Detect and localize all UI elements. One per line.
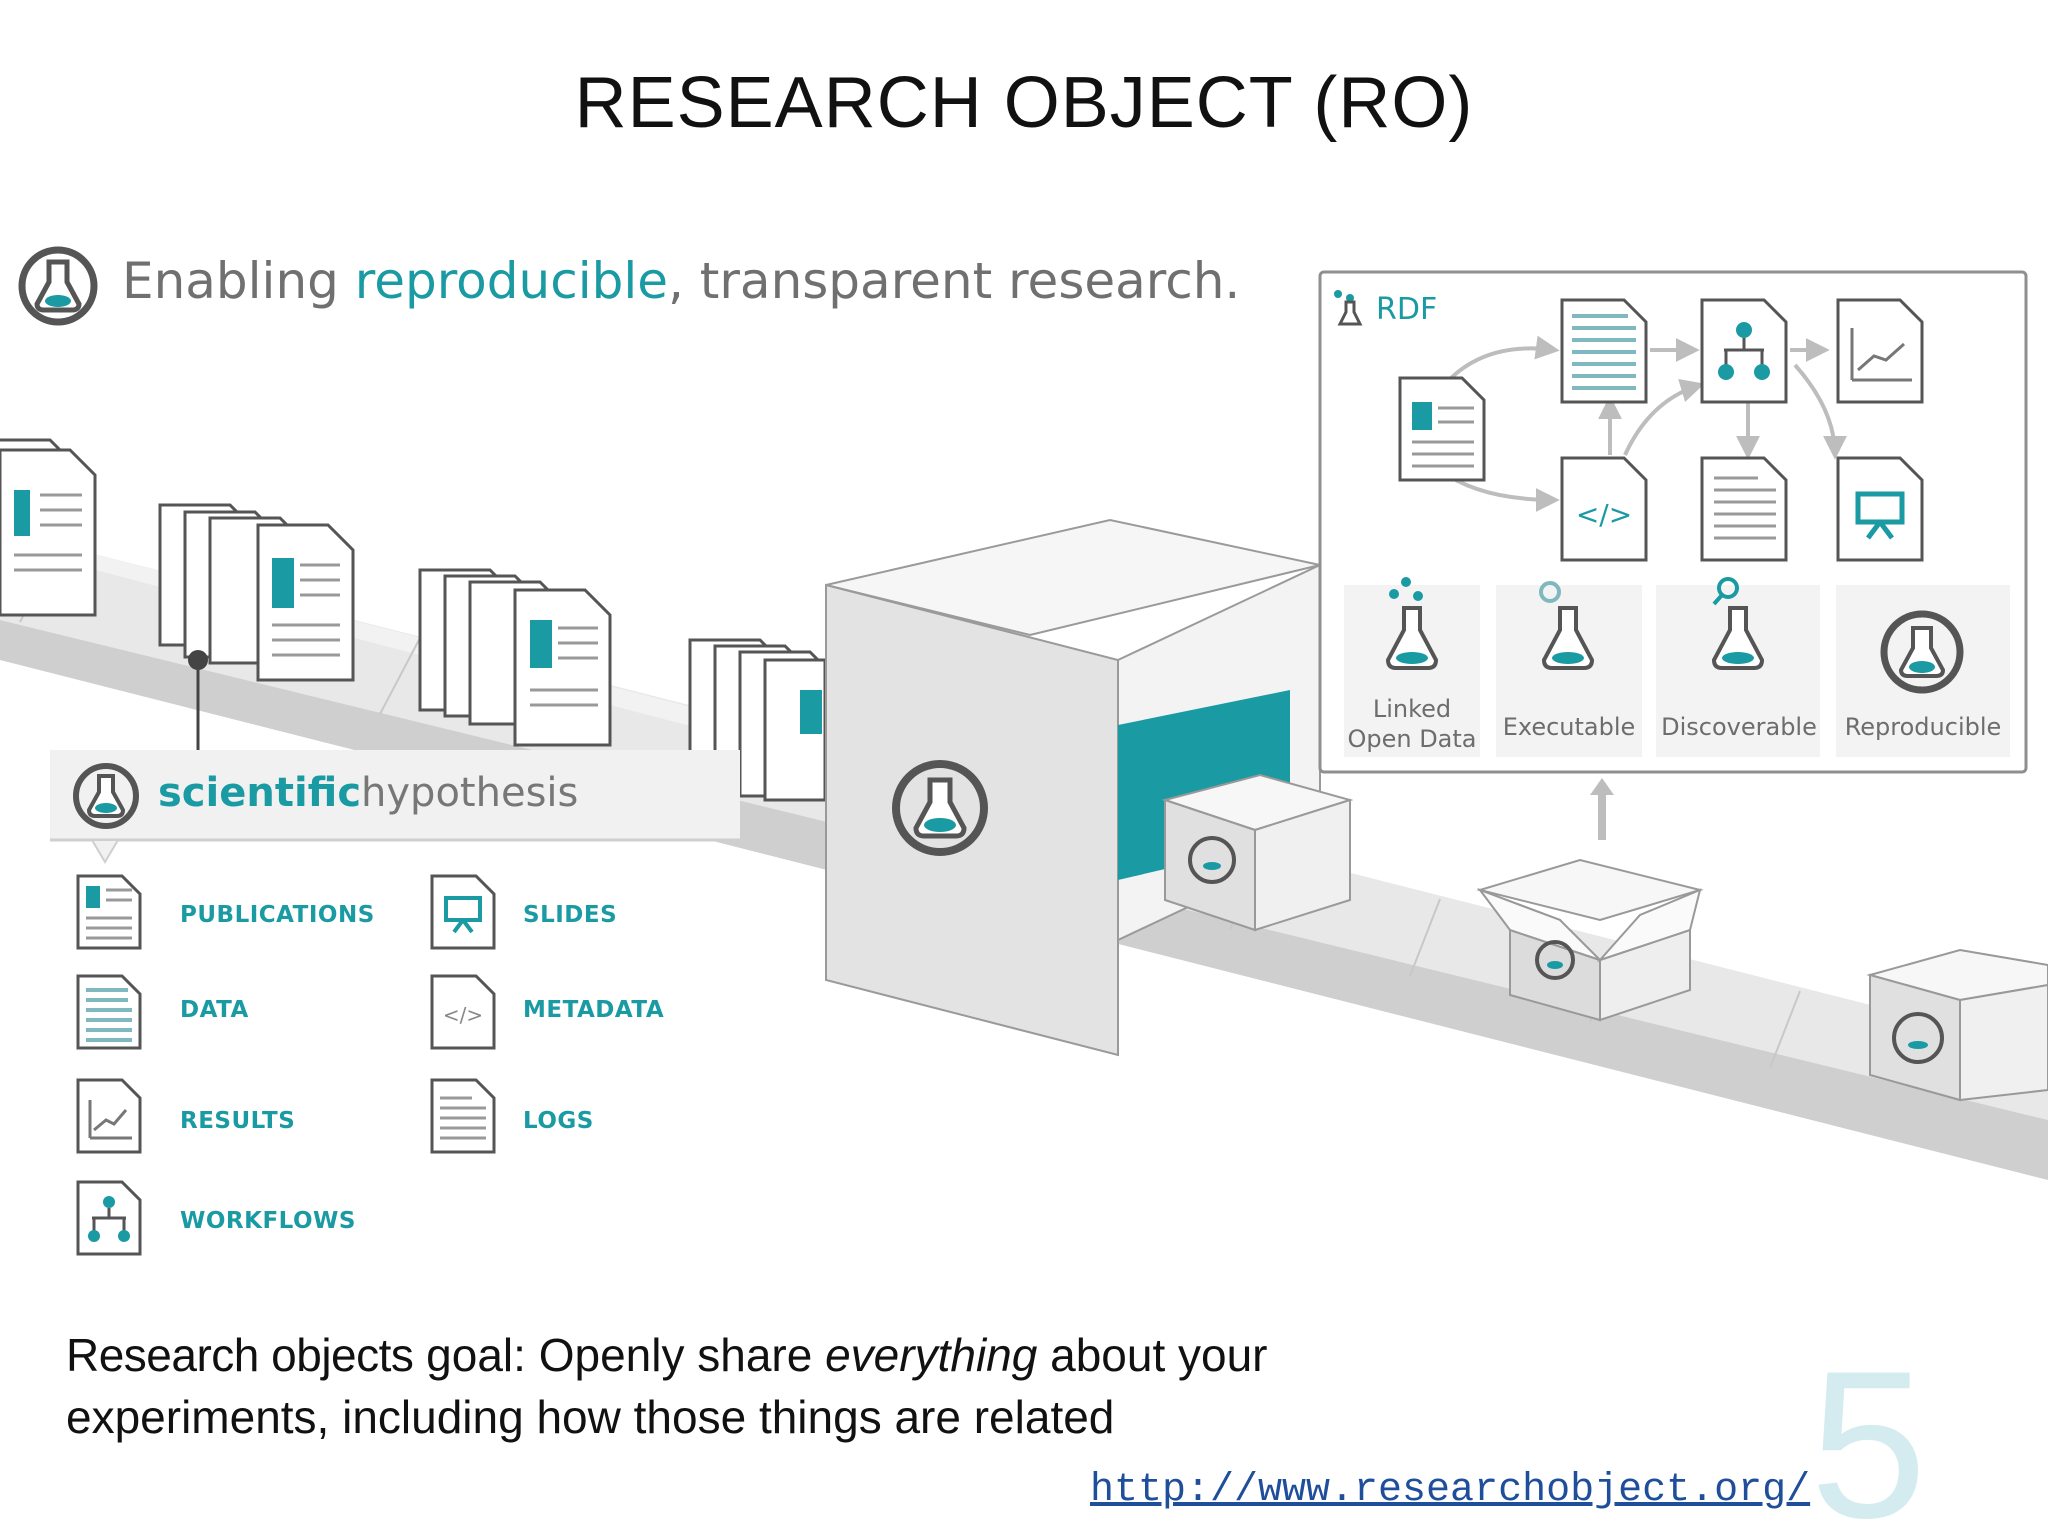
slide-title: RESEARCH OBJECT (RO) <box>574 63 1474 143</box>
tagline-after: , transparent research. <box>667 252 1241 310</box>
property-line1: Linked <box>1372 695 1452 723</box>
box-1 <box>1161 773 1354 932</box>
rdf-logs-icon <box>1700 456 1788 562</box>
document-stacks <box>0 438 832 802</box>
rdf-panel: </> <box>1318 270 2028 774</box>
rdf-graph-icon <box>1334 290 1363 326</box>
results-icon <box>76 1078 142 1154</box>
caption-part1: goal: Openly share <box>413 1329 826 1381</box>
property-line2: Open Data <box>1347 725 1477 753</box>
rdf-results-icon <box>1836 298 1924 404</box>
box-3 <box>1866 948 2048 1102</box>
hypothesis-rest: hypothesis <box>361 770 579 816</box>
research-object-link[interactable]: http://www.researchobject.org/ <box>1090 1468 1811 1513</box>
publications-icon <box>76 874 142 950</box>
caption-emphasis: everything <box>825 1329 1038 1381</box>
hypothesis-title: scientifichypothesis <box>158 770 578 816</box>
metadata-icon: </> <box>430 974 496 1050</box>
property-label: Discoverable <box>1661 713 1817 741</box>
gear-flask-icon <box>1539 581 1595 670</box>
svg-text:</>: </> <box>443 1003 483 1027</box>
caption-bold: Research objects <box>66 1329 414 1381</box>
rdf-workflow-icon <box>1700 298 1788 404</box>
svg-text:</>: </> <box>1576 498 1632 531</box>
rdf-label: RDF <box>1376 292 1438 327</box>
research-object-logo-icon <box>892 760 988 856</box>
hypothesis-bold: scientific <box>158 770 362 816</box>
property-label: Linked Open Data <box>1327 694 1497 754</box>
item-icons: </> <box>76 874 496 1256</box>
page-number: 5 <box>1810 1327 1927 1536</box>
data-icon <box>76 974 142 1050</box>
tagline-before: Enabling <box>122 252 355 310</box>
tagline: Enabling reproducible, transparent resea… <box>122 252 1240 310</box>
workflows-icon <box>76 1180 142 1256</box>
slides-icon <box>430 874 496 950</box>
linked-data-flask-icon <box>1385 577 1439 670</box>
item-label: METADATA <box>523 997 665 1023</box>
box-2 <box>1476 778 1704 1022</box>
item-label: WORKFLOWS <box>180 1208 356 1234</box>
rdf-code-icon: </> <box>1560 456 1648 562</box>
rdf-data-icon <box>1560 298 1648 404</box>
tagline-highlight: reproducible <box>354 252 668 310</box>
magnifier-flask-icon <box>1711 577 1765 670</box>
item-label: PUBLICATIONS <box>180 902 375 928</box>
property-label: Reproducible <box>1844 713 2002 741</box>
document-stack-3 <box>418 568 612 747</box>
research-object-logo-icon <box>73 763 139 829</box>
document-stack-2 <box>158 503 355 682</box>
research-object-logo-icon <box>1880 610 1964 694</box>
scientific-hypothesis-panel <box>50 750 740 864</box>
item-label: RESULTS <box>180 1108 296 1134</box>
rdf-publication-icon <box>1398 376 1486 482</box>
logs-icon <box>430 1078 496 1154</box>
packaged-boxes <box>1161 773 2048 1102</box>
property-label: Executable <box>1502 713 1636 741</box>
caption-part2: about your experiments, including how th… <box>66 1329 1268 1443</box>
document-stack-1 <box>0 438 97 617</box>
item-label: SLIDES <box>523 902 618 928</box>
rdf-slides-icon <box>1836 456 1924 562</box>
item-label: DATA <box>180 997 249 1023</box>
item-label: LOGS <box>523 1108 594 1134</box>
research-object-logo-icon <box>18 246 98 326</box>
caption: Research objects goal: Openly share ever… <box>66 1324 1366 1448</box>
